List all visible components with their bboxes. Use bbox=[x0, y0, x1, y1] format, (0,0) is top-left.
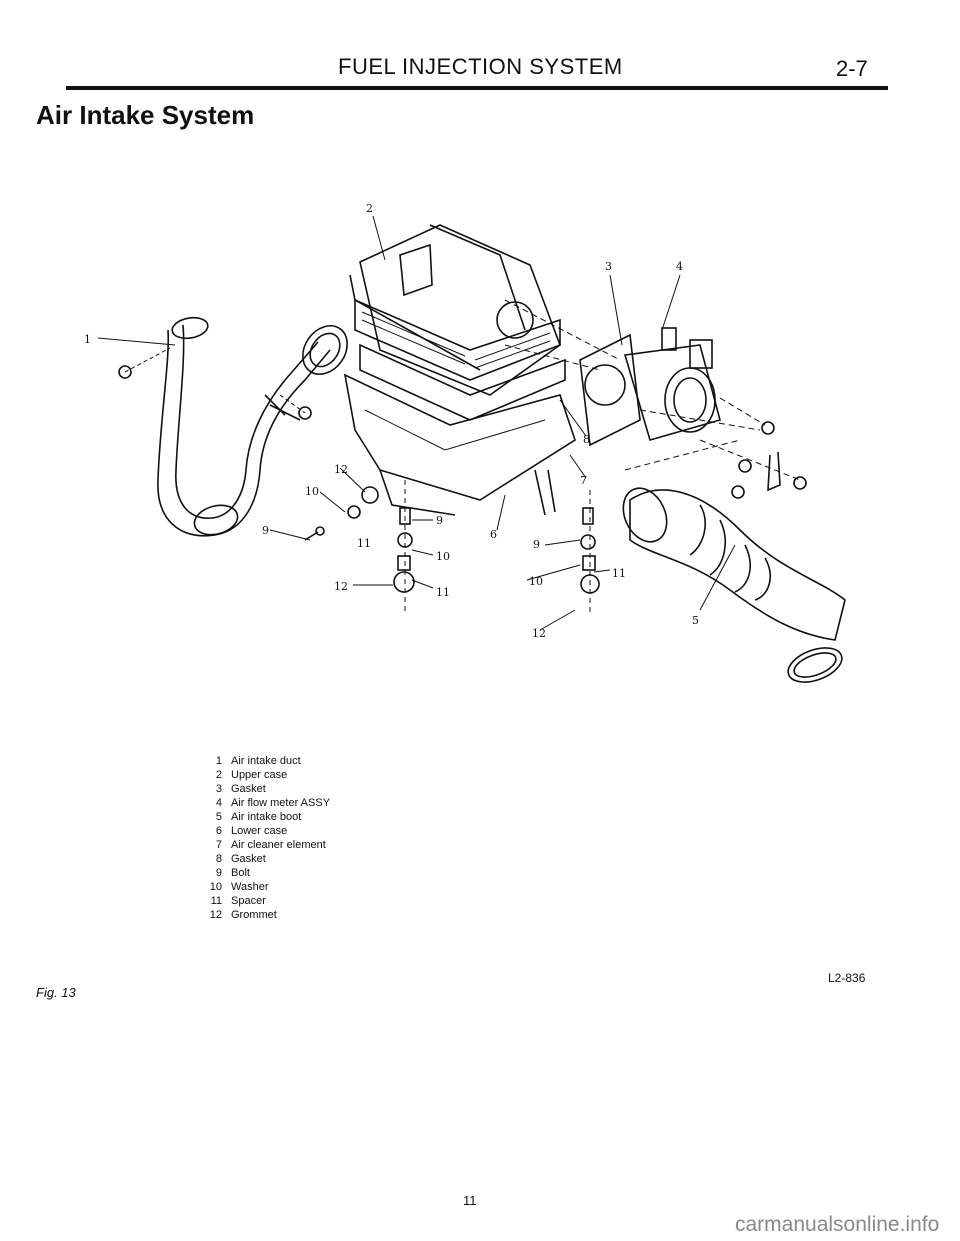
header-page-ref: 2-7 bbox=[836, 56, 868, 81]
callout-4: 4 bbox=[676, 260, 683, 273]
callout-12a: 12 bbox=[334, 463, 348, 476]
callout-12c: 12 bbox=[532, 627, 546, 640]
callout-10a: 10 bbox=[305, 485, 319, 498]
callout-11b: 11 bbox=[436, 586, 450, 599]
callout-11c: 11 bbox=[612, 567, 626, 580]
leader-lines bbox=[97, 215, 801, 631]
callout-8: 8 bbox=[583, 433, 590, 446]
air-intake-boot bbox=[622, 487, 846, 683]
air-flow-meter bbox=[579, 327, 721, 447]
air-cleaner-upper-case bbox=[349, 224, 561, 396]
figure-code: L2-836 bbox=[828, 971, 866, 985]
air-cleaner-lower-case bbox=[343, 373, 576, 516]
callout-labels: 1 2 3 4 5 6 7 8 9 9 9 10 10 10 11 11 11 … bbox=[84, 202, 699, 640]
callout-9b: 9 bbox=[436, 514, 443, 527]
callout-5: 5 bbox=[692, 614, 699, 627]
callout-10c: 10 bbox=[529, 575, 543, 588]
section-title: Air Intake System bbox=[36, 100, 255, 130]
page-number: 11 bbox=[463, 1193, 477, 1208]
callout-9c: 9 bbox=[533, 538, 540, 551]
callout-9a: 9 bbox=[262, 524, 269, 537]
air-intake-duct bbox=[157, 316, 348, 537]
callout-12b: 12 bbox=[334, 580, 348, 593]
callout-1: 1 bbox=[84, 333, 91, 346]
figure-label: Fig. 13 bbox=[36, 985, 76, 1000]
callout-2: 2 bbox=[366, 202, 373, 215]
hardware bbox=[118, 365, 807, 594]
header-rule bbox=[66, 86, 888, 90]
header-title: FUEL INJECTION SYSTEM bbox=[338, 54, 623, 79]
air-cleaner-element bbox=[354, 298, 566, 421]
callout-3: 3 bbox=[605, 260, 612, 273]
callout-7: 7 bbox=[580, 474, 587, 487]
footer-watermark-url: carmanualsonline.info bbox=[735, 1213, 940, 1236]
callout-6: 6 bbox=[490, 528, 497, 541]
callout-10b: 10 bbox=[436, 550, 450, 563]
callout-11a: 11 bbox=[357, 537, 371, 550]
